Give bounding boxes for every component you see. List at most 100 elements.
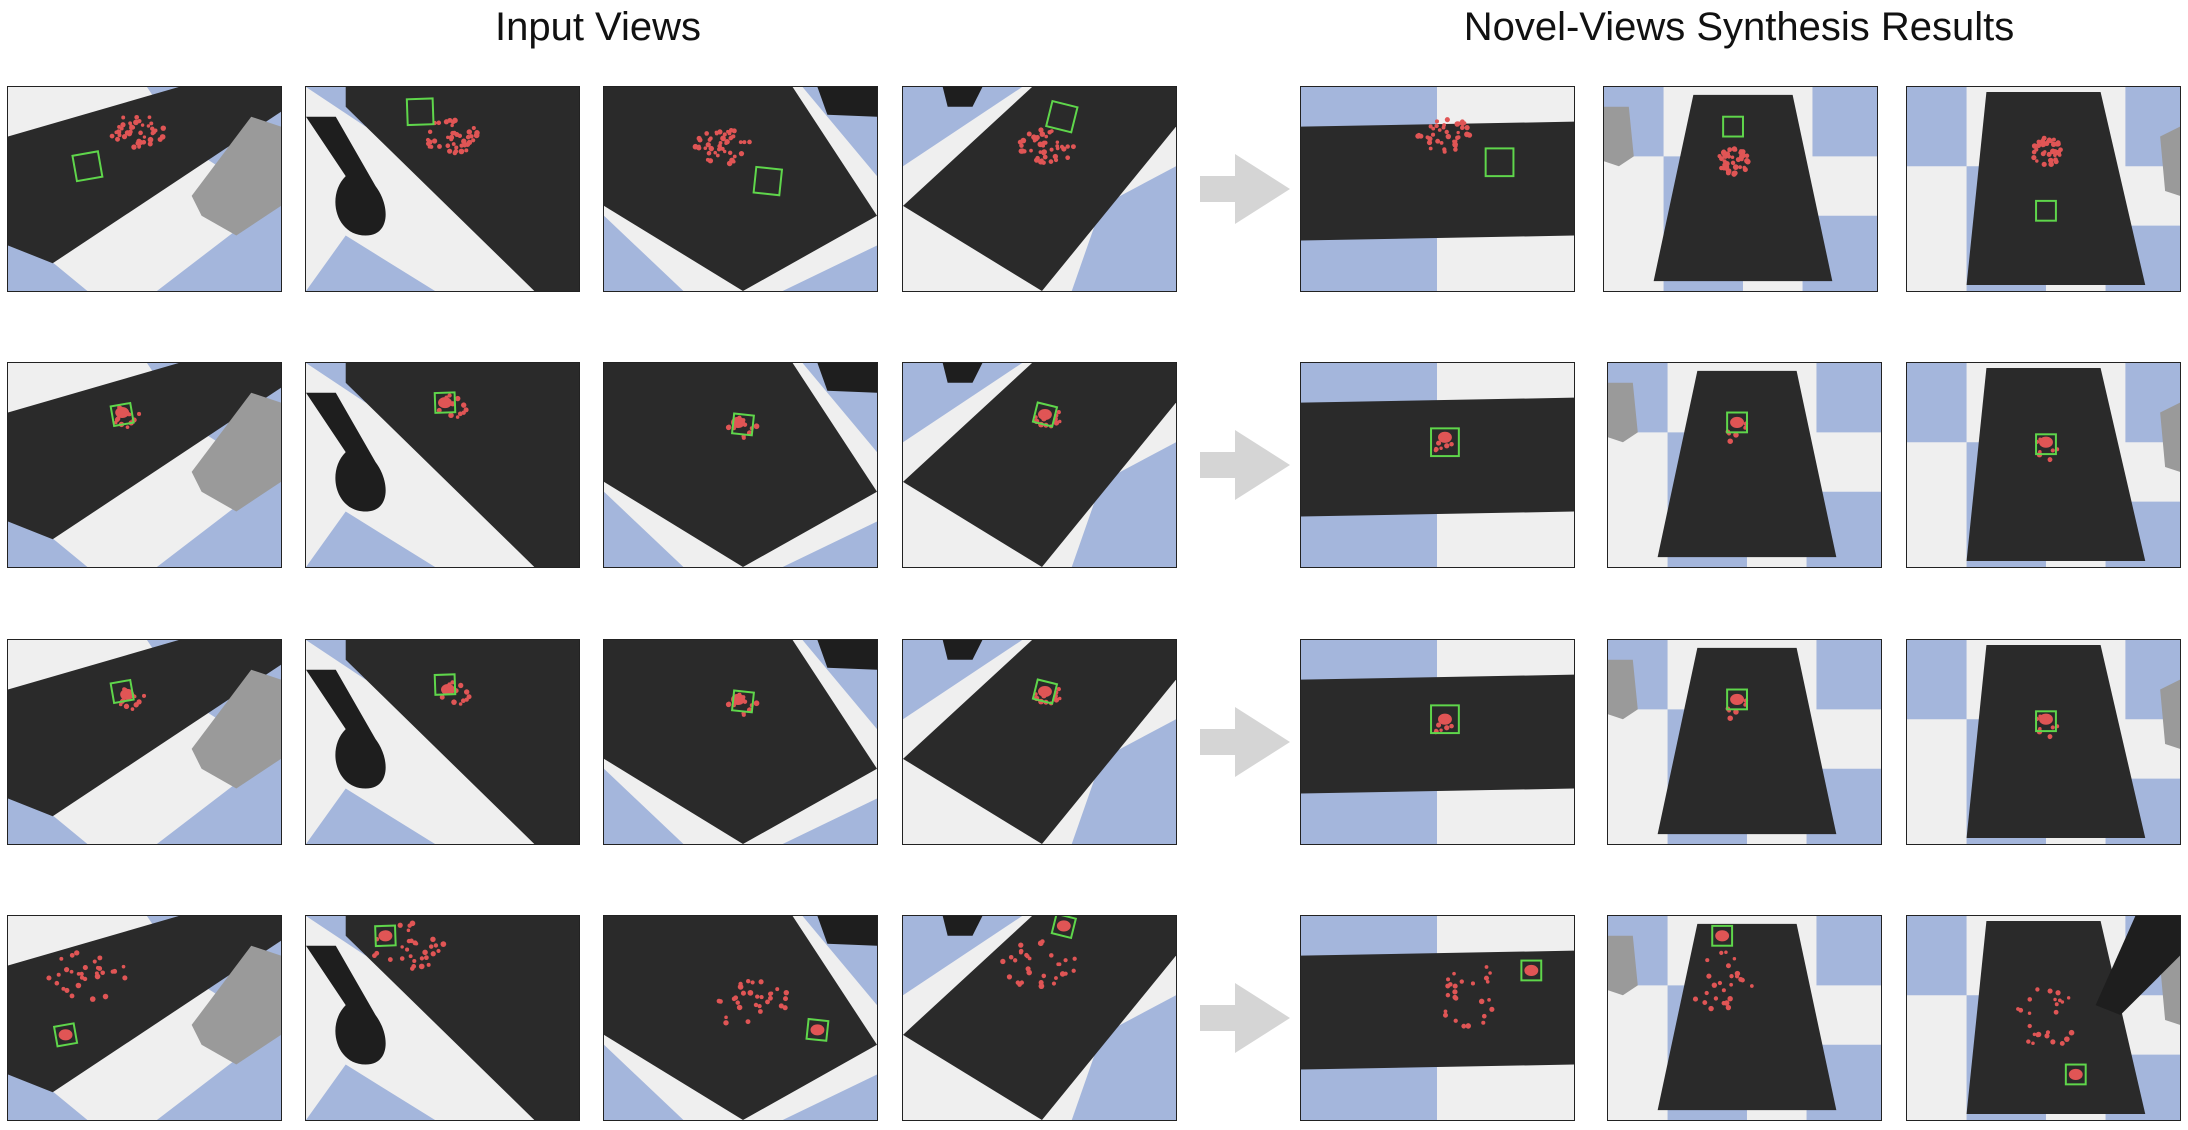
green-target-box [730, 412, 755, 437]
green-target-box [433, 673, 457, 696]
cloth-mat [1653, 94, 1833, 282]
red-particles [1443, 965, 1495, 1029]
row-1-novel-view-1 [1300, 86, 1575, 292]
red-particles [1717, 146, 1751, 177]
green-target-box [2064, 1063, 2087, 1086]
row-1-novel-view-3 [1906, 86, 2181, 292]
row-2-novel-view-2-image [1608, 363, 1881, 567]
cloth-mat [1966, 367, 2146, 562]
green-target-box [433, 391, 457, 414]
cloth-mat [604, 363, 877, 567]
red-particle-cluster [441, 683, 455, 696]
robot-arm [1604, 106, 1634, 167]
row-1-input-view-1-image [8, 87, 281, 291]
green-target-box [1044, 99, 1079, 134]
floor-tile [604, 491, 684, 567]
right-arrow-icon [1200, 983, 1290, 1053]
floor-tile [1816, 363, 1881, 433]
row-4-novel-view-3 [1906, 915, 2181, 1121]
cloth-mat [345, 916, 579, 1120]
row-4-input-view-3 [603, 915, 878, 1121]
floor-tile [156, 1024, 281, 1120]
row-1-input-view-3-image [604, 87, 877, 291]
floor-tile [1071, 442, 1176, 567]
red-particle-cluster [810, 1024, 825, 1036]
right-arrow-icon [1200, 430, 1290, 500]
row-4-novel-view-1-image [1301, 916, 1574, 1120]
row-4-input-view-2 [305, 915, 580, 1121]
row-2-input-view-1 [7, 362, 282, 568]
red-particles [1433, 432, 1454, 453]
row-1-novel-view-2 [1603, 86, 1878, 292]
row-2-novel-view-1 [1300, 362, 1575, 568]
row-1-input-view-1 [7, 86, 282, 292]
cloth-mat [345, 87, 579, 291]
green-target-box [109, 678, 135, 705]
floor-tile [1907, 87, 1967, 167]
row-3-input-view-4 [902, 639, 1177, 845]
row-4-novel-view-2-image [1608, 916, 1881, 1120]
cloth-mat [1966, 644, 2146, 839]
cloth-mat [1657, 923, 1837, 1111]
row-3-novel-view-3 [1906, 639, 2181, 845]
row-3-input-view-1 [7, 639, 282, 845]
floor-tile [156, 748, 281, 844]
red-particles [1000, 939, 1077, 990]
robot-arm [191, 945, 281, 1065]
green-target-box [374, 924, 397, 948]
red-particles [2031, 135, 2063, 167]
red-particles [46, 950, 128, 1002]
red-particle-cluster [1524, 964, 1539, 977]
green-target-box [1031, 678, 1059, 705]
robot-arm [306, 669, 386, 789]
floor-tile [604, 768, 684, 844]
robot-arm [2160, 126, 2180, 196]
red-particle-cluster [2068, 1068, 2083, 1080]
cloth-mat [8, 363, 281, 540]
red-particles [109, 114, 167, 150]
green-target-box [1050, 916, 1078, 940]
cloth-mat [8, 916, 281, 1093]
red-particles [425, 117, 480, 156]
green-target-box [1430, 704, 1460, 735]
row-1-input-view-3 [603, 86, 878, 292]
robot-gripper [817, 363, 877, 393]
robot-gripper [817, 640, 877, 670]
robot-gripper [942, 640, 983, 660]
green-target-box [71, 150, 104, 183]
cloth-mat [604, 87, 877, 291]
row-3-novel-view-2 [1607, 639, 1882, 845]
robot-gripper [942, 87, 983, 107]
floor-tile [604, 215, 684, 291]
red-particles [372, 920, 447, 971]
floor-tile [1071, 166, 1176, 291]
green-target-box [405, 97, 435, 127]
floor-tile [903, 640, 1023, 720]
floor-tile [1071, 995, 1176, 1120]
robot-arm [2160, 402, 2180, 472]
row-4-input-view-4-image [903, 916, 1176, 1120]
row-3-input-view-2 [305, 639, 580, 845]
red-particle-cluster [120, 688, 135, 701]
cloth-mat [1301, 121, 1574, 241]
red-particle-cluster [1715, 930, 1730, 942]
row-4-input-view-1 [7, 915, 282, 1121]
floor-tile [1907, 363, 1967, 443]
row-1-input-view-4 [902, 86, 1177, 292]
floor-tile [1816, 640, 1881, 710]
robot-arm [306, 116, 386, 236]
green-target-box [1711, 924, 1734, 947]
green-target-box [1722, 115, 1744, 138]
cloth-mat [903, 363, 1176, 567]
red-particles [1692, 950, 1754, 1012]
red-particles [436, 393, 469, 419]
floor-tile [1907, 916, 1967, 996]
row-3-input-view-3 [603, 639, 878, 845]
green-target-box [1430, 427, 1460, 458]
row-1-input-view-4-image [903, 87, 1176, 291]
red-particle-cluster [1056, 920, 1071, 932]
robot-gripper [817, 916, 877, 946]
right-arrow-icon [1200, 154, 1290, 224]
row-2-input-view-3-image [604, 363, 877, 567]
row-1-input-view-2-image [306, 87, 579, 291]
